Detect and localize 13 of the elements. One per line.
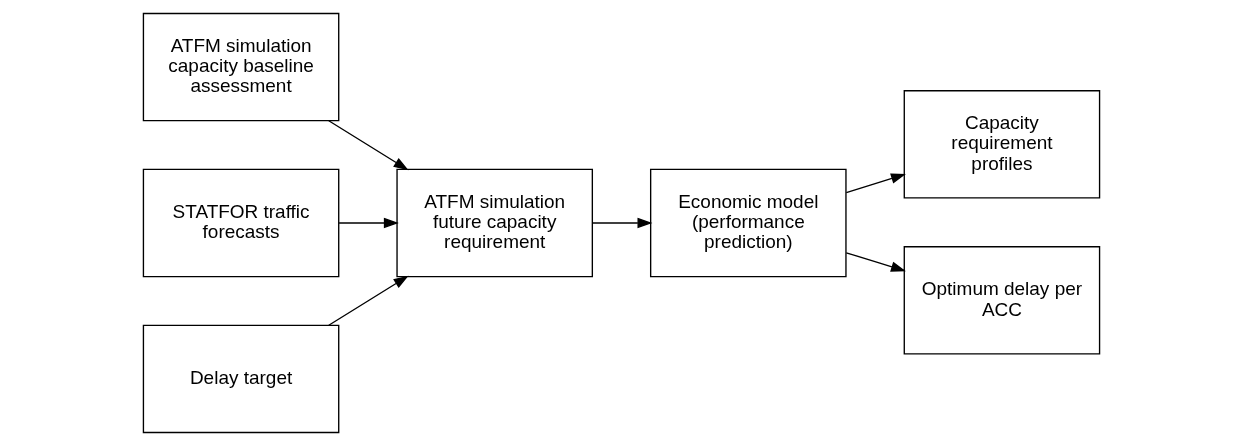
node-box: Capacity requirement profiles — [903, 90, 1101, 199]
arrow — [328, 275, 409, 326]
arrow — [845, 252, 906, 272]
node-box: ATFM simulation capacity baseline assessment — [142, 12, 340, 122]
node-box: ATFM simulation future capacity requirement — [396, 168, 593, 278]
node-box: Delay target — [142, 324, 340, 434]
arrow — [845, 173, 906, 194]
arrow — [592, 217, 653, 229]
node-box: STATFOR traffic forecasts — [142, 168, 340, 278]
node-box: Optimum delay per ACC — [903, 246, 1101, 355]
node-box: Economic model (performance prediction) — [650, 168, 847, 278]
arrow — [328, 120, 409, 171]
arrow — [338, 217, 399, 229]
